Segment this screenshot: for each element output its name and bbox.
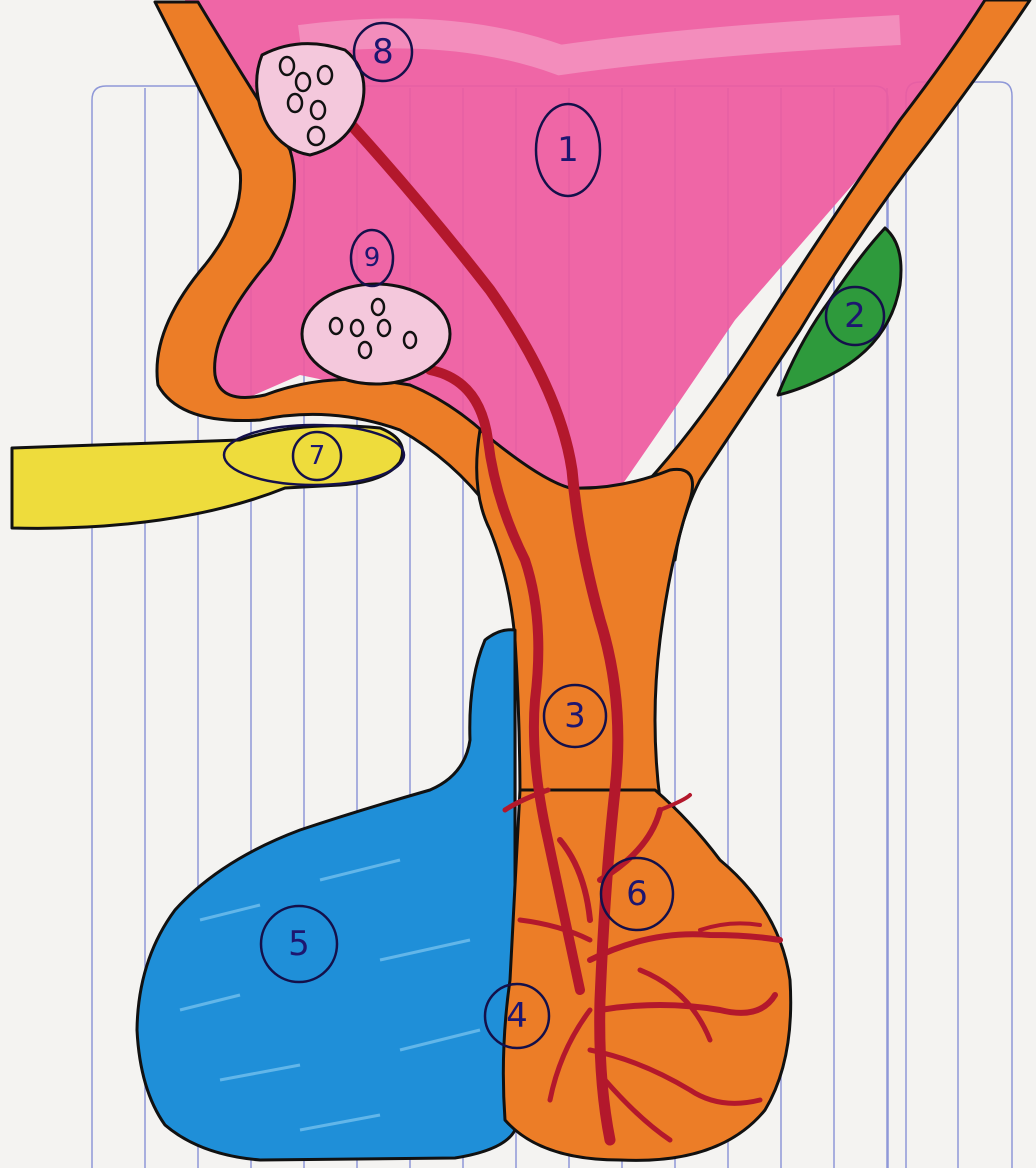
- label-5-text: 5: [288, 924, 310, 964]
- label-6-text: 6: [626, 874, 648, 914]
- label-4-text: 4: [506, 996, 528, 1036]
- label-9-text: 9: [364, 243, 381, 273]
- label-7-text: 7: [309, 441, 326, 471]
- label-8-text: 8: [372, 32, 394, 72]
- label-3-text: 3: [564, 696, 586, 736]
- group-9-cells: [302, 284, 450, 384]
- label-1-text: 1: [557, 130, 579, 170]
- label-2-text: 2: [844, 296, 866, 336]
